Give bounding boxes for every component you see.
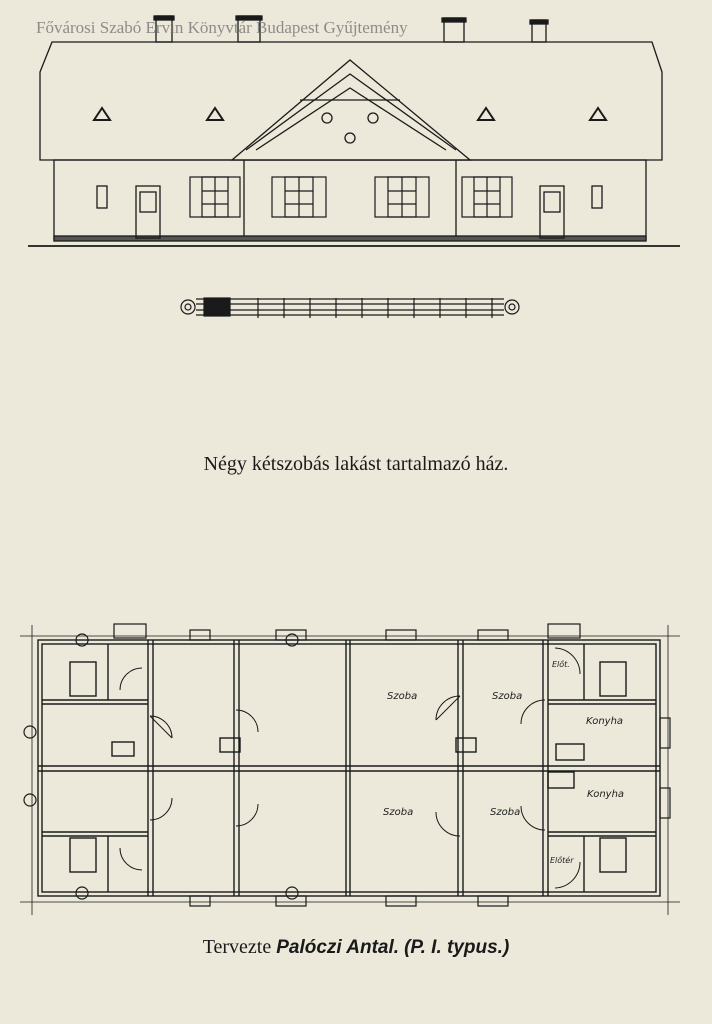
interior-walls [38,640,660,896]
elevation-caption: Négy kétszobás lakást tartalmazó ház. [203,453,509,475]
windows [23,623,671,907]
designer-name: Palóczi Antal. [276,937,400,958]
room-label-konyha: Konyha [586,716,624,727]
windows-and-doors [96,176,603,239]
designer-caption: Tervezte Palóczi Antal. (P. I. typus.) [0,936,712,959]
room-label-szoba: Szoba [492,691,523,702]
design-type: (P. I. typus.) [404,937,510,958]
roof [39,41,663,161]
scale-bar [180,297,520,318]
front-elevation-drawing [28,15,680,247]
watermark: Fővárosi Szabó Ervin Könyvtár Budapest G… [36,18,408,37]
walls [28,159,680,247]
door-swings [119,647,581,889]
room-label-eloter: Előt. [552,660,570,669]
room-label-szoba: Szoba [490,807,521,818]
outer-walls [37,639,661,897]
room-label-szoba: Szoba [383,807,414,818]
room-label-szoba: Szoba [387,691,418,702]
room-label-konyha: Konyha [587,789,625,800]
grid-lines [20,625,680,915]
stoves-and-fixtures [69,661,627,873]
caption-prefix: Tervezte [202,936,272,958]
room-label-eloter: Előtér [550,856,574,865]
